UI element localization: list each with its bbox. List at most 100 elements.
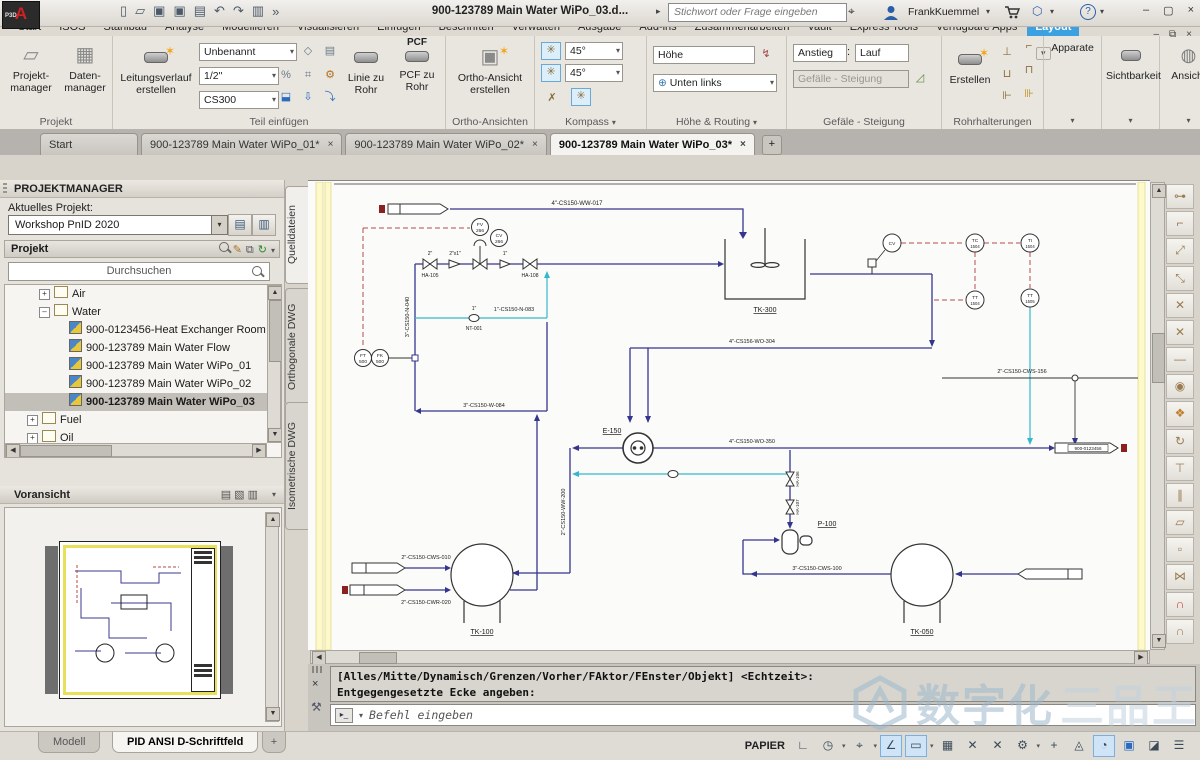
preview-caret-icon[interactable]: ▾: [272, 486, 276, 504]
workspace-icon[interactable]: ▣: [1118, 735, 1140, 757]
scroll-left-icon[interactable]: ◀: [312, 651, 326, 665]
size-combo[interactable]: 1/2"▾: [199, 67, 279, 85]
support5-icon[interactable]: ⊩: [998, 88, 1016, 104]
combo-caret-icon[interactable]: ▾: [616, 43, 620, 59]
voransicht-header[interactable]: Voransicht ▤ ▧ ▥ ▾: [0, 486, 284, 504]
caret-icon[interactable]: ▾: [1036, 742, 1040, 750]
collapse-icon[interactable]: –: [39, 307, 50, 318]
plot-icon[interactable]: ▤: [194, 3, 206, 19]
side-tab-quelldateien[interactable]: Quelldateien: [285, 186, 308, 284]
drawing-tab-start[interactable]: Start: [40, 133, 138, 155]
layout-tab-pid-ansi[interactable]: PID ANSI D-Schriftfeld: [112, 732, 258, 753]
model-tab[interactable]: Modell: [38, 732, 100, 753]
undo-icon[interactable]: ↶: [214, 3, 225, 19]
sichtbarkeit-button[interactable]: Sichtbarkeit ▾: [1106, 42, 1155, 115]
tree-node-air[interactable]: +Air: [5, 285, 281, 303]
projektmanager-button[interactable]: ▱ Projekt- manager: [6, 42, 56, 94]
compass-toggle-icon[interactable]: ✳: [541, 42, 561, 60]
save-as-icon[interactable]: ▣: [173, 3, 185, 19]
drawing-tab-wipo01[interactable]: 900-123789 Main Water WiPo_01*×: [141, 133, 342, 155]
scroll-thumb[interactable]: [269, 300, 282, 362]
app-store-cart-icon[interactable]: [1004, 6, 1020, 19]
support6-icon[interactable]: ⊪: [1020, 86, 1038, 102]
side-tab-orthogonale-dwg[interactable]: Orthogonale DWG: [285, 288, 308, 406]
tree-node-dwg[interactable]: 900-123789 Main Water WiPo_01: [5, 357, 281, 375]
annotation-scale1-icon[interactable]: ✕: [961, 735, 983, 757]
palette-grip[interactable]: [3, 183, 7, 195]
compass-angle2-combo[interactable]: 45°▾: [565, 64, 623, 82]
canvas-horizontal-scrollbar[interactable]: ◀ ▶: [310, 650, 1150, 664]
lauf-field[interactable]: Lauf: [855, 44, 909, 62]
elbow-link-icon[interactable]: ⌐: [1166, 211, 1194, 236]
hoehe-field[interactable]: Höhe: [653, 46, 755, 64]
annotation-scale2-icon[interactable]: ✕: [986, 735, 1008, 757]
scroll-thumb[interactable]: [20, 445, 112, 457]
tree-search-input[interactable]: Durchsuchen: [8, 262, 270, 281]
crosshair-icon[interactable]: +: [1043, 735, 1065, 757]
user-avatar-icon[interactable]: [884, 5, 898, 20]
scroll-up-icon[interactable]: ▲: [266, 513, 280, 527]
command-input-row[interactable]: ▸_ ▾ Befehl eingeben: [330, 704, 1196, 726]
new-drawing-tab-button[interactable]: +: [762, 135, 782, 155]
drawing-tab-wipo02[interactable]: 900-123789 Main Water WiPo_02*×: [345, 133, 546, 155]
search-expand-icon[interactable]: ▸: [656, 6, 661, 17]
binoculars-search-icon[interactable]: ⌖: [848, 4, 855, 19]
magnet-off-icon[interactable]: ∩: [1166, 592, 1194, 617]
linie-zu-rohr-button[interactable]: Linie zu Rohr: [343, 44, 389, 96]
annotation-visibility-icon[interactable]: ◬: [1068, 735, 1090, 757]
command-customize-icon[interactable]: ⚒: [311, 700, 322, 714]
settings-gear-icon[interactable]: ⚙: [1011, 735, 1033, 757]
edit-doc-icon[interactable]: ✎: [233, 242, 242, 259]
new-layout-tab[interactable]: +: [262, 732, 286, 753]
cart-tool-icon[interactable]: ▱: [1166, 510, 1194, 535]
customization-menu-icon[interactable]: ☰: [1168, 735, 1190, 757]
slope-icon[interactable]: ◿: [911, 70, 929, 86]
rotate-icon[interactable]: ↻: [1166, 429, 1194, 454]
tank-tk050[interactable]: [891, 544, 953, 606]
snap-icon[interactable]: ⌖: [848, 735, 870, 757]
combo-caret-icon[interactable]: ▾: [272, 92, 276, 108]
paper-space-label[interactable]: PAPIER: [745, 740, 785, 752]
drop-icon[interactable]: ⇩: [299, 89, 317, 105]
scroll-thumb[interactable]: [359, 652, 397, 664]
tree-search-icon[interactable]: [252, 266, 262, 276]
parallel-icon[interactable]: ∥: [1166, 483, 1194, 508]
stamp-icon[interactable]: ⌗: [299, 67, 317, 83]
help-dropdown-icon[interactable]: ▾: [1100, 7, 1104, 16]
qat-more-icon[interactable]: »: [272, 4, 279, 19]
print-project-icon[interactable]: ▤: [228, 214, 252, 236]
compass-snap-icon[interactable]: ✳: [541, 64, 561, 82]
sheet-set-icon[interactable]: ▥: [252, 3, 264, 19]
caret-icon[interactable]: ▾: [842, 742, 846, 750]
caret-icon[interactable]: ▾: [873, 742, 877, 750]
anchor-icon[interactable]: ⊤: [1166, 456, 1194, 481]
isolate-objects-icon[interactable]: ◪: [1143, 735, 1165, 757]
tree-horizontal-scrollbar[interactable]: ◀ ▶: [5, 443, 267, 457]
expand-icon[interactable]: +: [39, 289, 50, 300]
close-tab-icon[interactable]: ×: [740, 139, 746, 150]
scroll-up-icon[interactable]: ▲: [268, 286, 282, 300]
scroll-right-icon[interactable]: ▶: [1134, 651, 1148, 665]
close-tab-icon[interactable]: ×: [532, 139, 538, 150]
combo-caret-icon[interactable]: ▾: [616, 65, 620, 81]
expand-icon[interactable]: +: [27, 415, 38, 426]
panel-title-kompass[interactable]: Kompass ▾: [535, 116, 646, 128]
tag-icon[interactable]: ◇: [299, 43, 317, 59]
scroll-down-icon[interactable]: ▼: [268, 428, 282, 442]
attach-point-icon[interactable]: ⊶: [1166, 184, 1194, 209]
close-tab-icon[interactable]: ×: [328, 139, 334, 150]
dynamic-input-icon[interactable]: ◷: [817, 735, 839, 757]
gefaelle-field[interactable]: Gefälle - Steigung: [793, 70, 909, 88]
apparate-button[interactable]: Apparate ▾: [1048, 42, 1097, 115]
autoscale-icon[interactable]: ◔: [1093, 735, 1115, 757]
compass-on-icon[interactable]: ✳: [571, 88, 591, 106]
ortho-ansicht-button[interactable]: ▣✶ Ortho-Ansicht erstellen: [454, 44, 526, 96]
preview-vertical-scrollbar[interactable]: ▲ ▼: [265, 512, 279, 722]
projekt-section-header[interactable]: Projekt ✎ ⧉ ↻ ▾: [4, 240, 280, 258]
datenmanager-button[interactable]: ▦ Daten- manager: [60, 42, 110, 94]
connect-share-icon[interactable]: ⬡: [1032, 4, 1042, 18]
tree-node-dwg-selected[interactable]: 900-123789 Main Water WiPo_03: [5, 393, 281, 411]
autocad-logo-icon[interactable]: AP3D: [2, 1, 40, 29]
command-grip[interactable]: [312, 666, 324, 673]
canvas-vertical-scrollbar[interactable]: ▲ ▼: [1150, 182, 1165, 650]
